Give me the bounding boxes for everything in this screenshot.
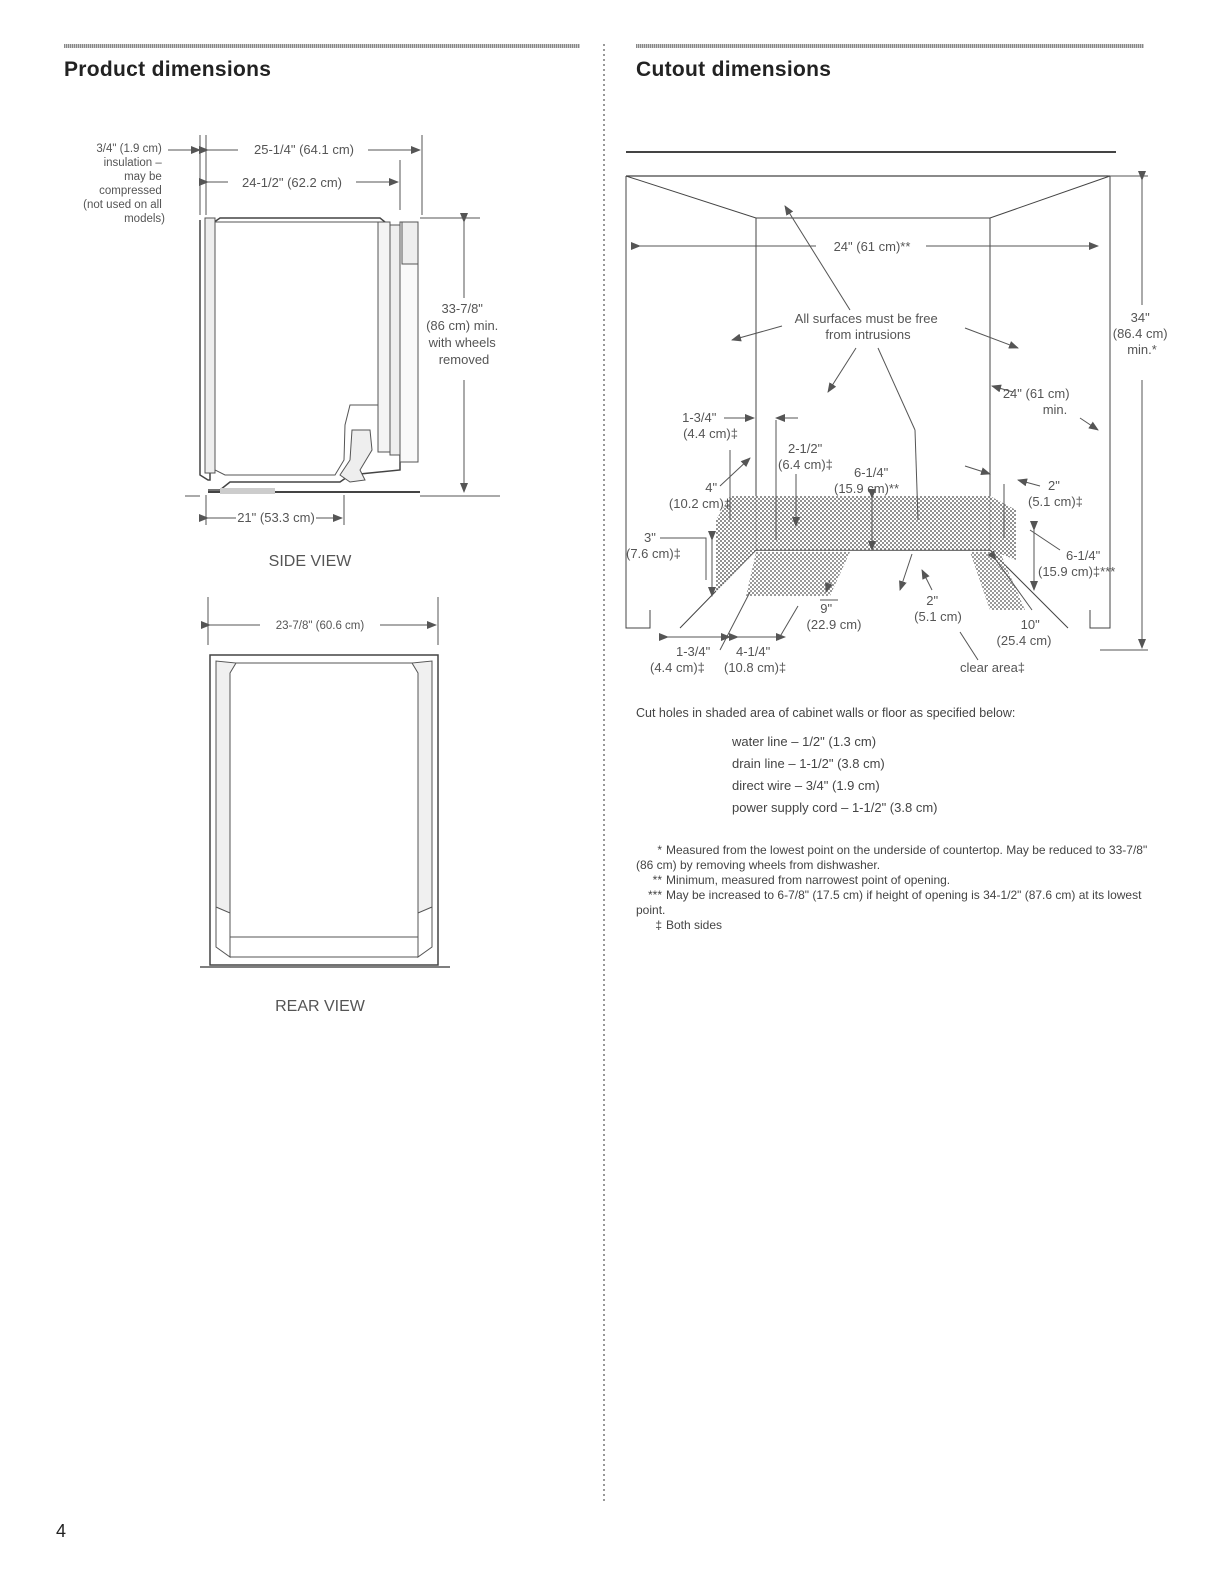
hole-direct-wire: direct wire – 3/4" (1.9 cm): [732, 778, 880, 793]
surfaces-note: All surfaces must be free from intrusion…: [795, 311, 942, 342]
hole-power-cord: power supply cord – 1-1/2" (3.8 cm): [732, 800, 938, 815]
column-separator: [603, 44, 605, 1504]
hole-drain-line: drain line – 1-1/2" (3.8 cm): [732, 756, 885, 771]
insulation-note: 3/4" (1.9 cm) insulation – may be compre…: [83, 143, 165, 225]
cut-holes-intro: Cut holes in shaded area of cabinet wall…: [636, 706, 1016, 720]
product-dimensions-title: Product dimensions: [64, 58, 272, 81]
label-10-in: 10" (25.4 cm): [997, 617, 1052, 648]
left-header-rule: [64, 44, 580, 48]
label-2-1-2: 2-1/2" (6.4 cm)‡: [778, 441, 833, 472]
hole-sizes-list: water line – 1/2" (1.3 cm) drain line – …: [732, 731, 937, 819]
side-view-diagram: 3/4" (1.9 cm) insulation – may be compre…: [83, 135, 502, 570]
label-6-1-4-mid: 6-1/4" (15.9 cm)**: [834, 465, 899, 496]
footnote-4: ‡Both sides: [655, 918, 723, 932]
clear-area-label: clear area‡: [960, 660, 1025, 675]
footnote-1: *Measured from the lowest point on the u…: [636, 843, 1148, 872]
side-height: 33-7/8" (86 cm) min. with wheels removed: [426, 301, 502, 367]
page-number: 4: [56, 1521, 67, 1541]
cutout-width: 24" (61 cm)**: [834, 239, 911, 254]
label-9-in: 9" (22.9 cm): [807, 601, 862, 632]
cutout-depth: 24" (61 cm) min.: [1003, 386, 1073, 417]
footnote-3: ***May be increased to 6-7/8" (17.5 cm) …: [636, 888, 1142, 917]
label-1-3-4-side: 1-3/4" (4.4 cm)‡: [682, 410, 738, 441]
footnote-2: **Minimum, measured from narrowest point…: [652, 873, 951, 887]
right-header-rule: [636, 44, 1144, 48]
rear-width: 23-7/8" (60.6 cm): [276, 620, 365, 632]
rear-view-diagram: 23-7/8" (60.6 cm) REAR VIEW: [200, 597, 450, 1015]
cutout-diagram: 34" (86.4 cm) min.* 24" (61 cm)** All su…: [625, 151, 1172, 675]
side-view-caption: SIDE VIEW: [269, 553, 353, 570]
cutout-height: 34" (86.4 cm) min.*: [1113, 310, 1172, 357]
label-2-in-right: 2" (5.1 cm)‡: [1028, 478, 1083, 509]
label-4-in: 4" (10.2 cm)‡: [669, 480, 731, 511]
label-1-3-4-bottom: 1-3/4" (4.4 cm)‡: [650, 644, 714, 675]
side-width-outer: 25-1/4" (64.1 cm): [254, 142, 354, 157]
label-4-1-4-bottom: 4-1/4" (10.8 cm)‡: [724, 644, 786, 675]
label-6-1-4-right: 6-1/4" (15.9 cm)‡***: [1038, 548, 1115, 579]
footnotes: *Measured from the lowest point on the u…: [636, 843, 1156, 933]
side-width-inner: 24-1/2" (62.2 cm): [242, 175, 342, 190]
hole-water-line: water line – 1/2" (1.3 cm): [732, 734, 877, 749]
side-depth: 21" (53.3 cm): [237, 510, 315, 525]
label-3-in: 3" (7.6 cm)‡: [626, 530, 681, 561]
cutout-dimensions-title: Cutout dimensions: [636, 58, 832, 81]
rear-view-caption: REAR VIEW: [275, 998, 366, 1015]
label-2-in-floor: 2" (5.1 cm): [914, 593, 962, 624]
